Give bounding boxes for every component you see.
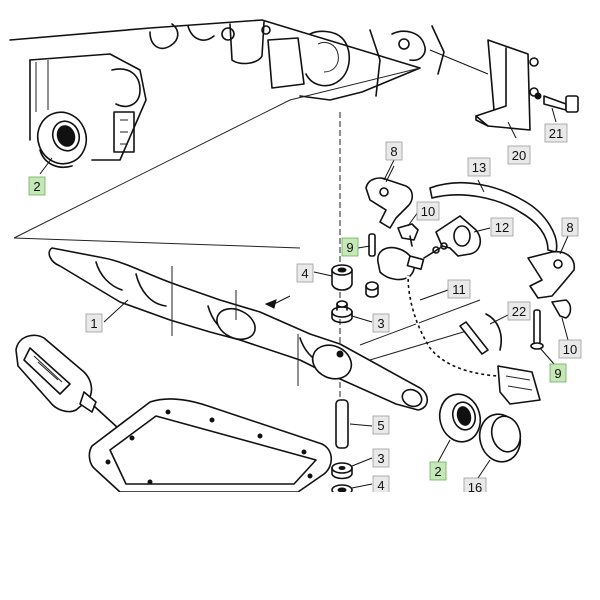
- clip-12: [435, 215, 482, 257]
- callout-1-text: 1: [90, 316, 97, 331]
- callout-11: 11: [447, 279, 471, 299]
- cable-tie-22: [459, 313, 502, 355]
- callout-5-text: 5: [377, 418, 384, 433]
- callout-2-right-text: 2: [434, 464, 441, 479]
- callout-10-upper: 10: [416, 201, 440, 221]
- callout-9-right: 9: [549, 363, 567, 383]
- callout-16-text: 16: [468, 480, 482, 495]
- seal-left: [36, 111, 88, 168]
- housing-outline-lines: [13, 67, 481, 400]
- callout-3-lower: 3: [372, 448, 390, 468]
- sealant-bottle: [15, 334, 119, 429]
- callout-8-upper-text: 8: [390, 144, 397, 159]
- callout-12-text: 12: [495, 220, 509, 235]
- clip-8-right: [527, 250, 576, 299]
- callout-11-text: 11: [452, 282, 466, 297]
- clip-8-upper: [365, 159, 414, 229]
- callout-8-right-text: 8: [566, 220, 573, 235]
- callout-16: 16: [463, 477, 487, 497]
- cap-16: [478, 413, 522, 463]
- callout-9-upper: 9: [341, 237, 359, 257]
- callout-8-right: 8: [561, 217, 579, 237]
- sensor-11: [377, 242, 541, 405]
- callout-4-lower: 4: [372, 475, 390, 495]
- clip-10-right: [551, 299, 572, 319]
- callout-5: 5: [372, 415, 390, 435]
- callout-2-left: 2: [28, 176, 46, 196]
- callout-21: 21: [544, 123, 568, 143]
- pin-5: [335, 399, 349, 449]
- shaft-1: [48, 247, 429, 411]
- washer-3-lower: [331, 462, 353, 480]
- callout-20: 20: [507, 145, 531, 165]
- callout-9-right-text: 9: [554, 366, 561, 381]
- callout-3-lower-text: 3: [377, 451, 384, 466]
- callout-1: 1: [85, 313, 103, 333]
- callout-10-right-text: 10: [563, 342, 577, 357]
- callout-22: 22: [507, 301, 531, 321]
- bushing-4-upper: [331, 264, 353, 291]
- callout-12: 12: [490, 217, 514, 237]
- callout-10-right: 10: [558, 339, 582, 359]
- callout-20-text: 20: [512, 148, 526, 163]
- callout-8-upper: 8: [385, 141, 403, 161]
- callout-4-lower-text: 4: [377, 478, 384, 493]
- callout-13: 13: [467, 157, 491, 177]
- callout-4-upper-text: 4: [301, 266, 308, 281]
- callout-9-upper-text: 9: [346, 240, 353, 255]
- callout-10-upper-text: 10: [421, 204, 435, 219]
- clip-10-upper: [397, 223, 419, 247]
- bracket-20: [429, 39, 539, 131]
- callout-3-upper: 3: [372, 313, 390, 333]
- callout-13-text: 13: [472, 160, 486, 175]
- pin-9-upper: [368, 233, 376, 257]
- callout-22-text: 22: [512, 304, 526, 319]
- callout-4-upper: 4: [296, 263, 314, 283]
- pin-9-right: [530, 309, 544, 350]
- small-fitting: [365, 281, 379, 298]
- washer-3-upper: [331, 300, 353, 324]
- bolt-21: [534, 92, 579, 113]
- gasket-pan: [88, 398, 333, 493]
- callout-2-right: 2: [429, 461, 447, 481]
- callout-2-left-text: 2: [33, 179, 40, 194]
- callout-3-upper-text: 3: [377, 316, 384, 331]
- transmission-housing: [9, 19, 445, 161]
- callout-21-text: 21: [549, 126, 563, 141]
- leader-lines: [39, 107, 569, 489]
- seal-right: [438, 393, 482, 443]
- blank-bottom-area: [0, 492, 600, 600]
